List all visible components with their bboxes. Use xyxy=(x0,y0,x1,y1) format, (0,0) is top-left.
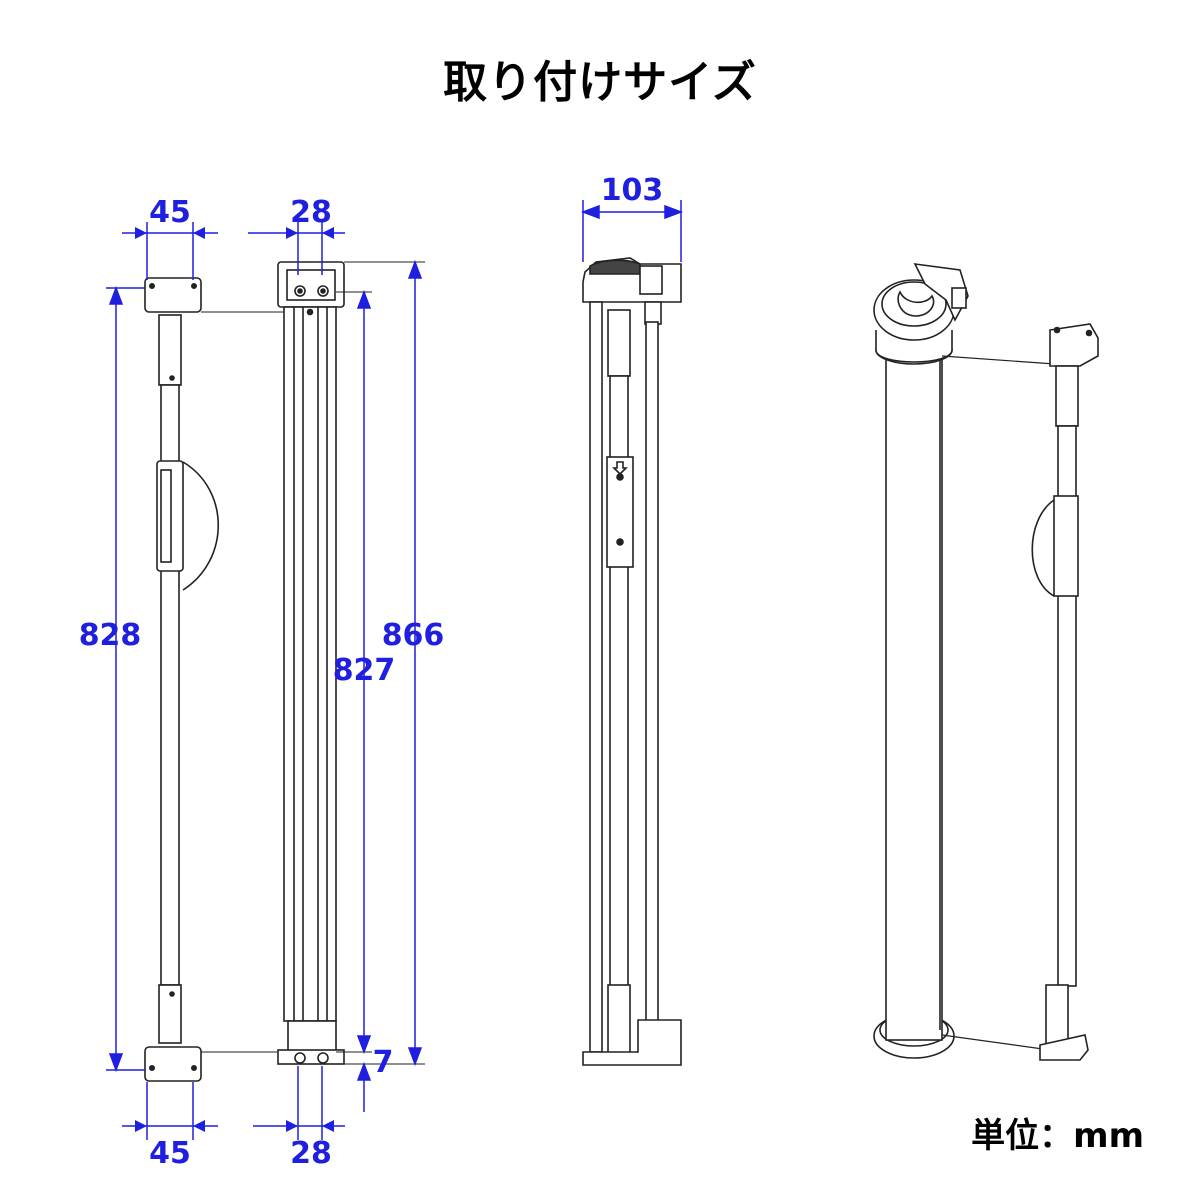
perspective-view xyxy=(873,263,1099,1061)
side-bottom-cap xyxy=(582,1019,682,1066)
dim-top-left-width: 45 xyxy=(149,195,191,230)
perspective-pole xyxy=(1055,365,1079,427)
top-wall-bracket xyxy=(144,277,202,313)
side-pole xyxy=(607,309,631,377)
dim-outer-height: 866 xyxy=(382,618,445,653)
page-title: 取り付けサイズ xyxy=(443,57,757,108)
dim-bottom-left-width: 45 xyxy=(149,1136,191,1171)
dim-bottom-mid-width: 28 xyxy=(290,1136,332,1171)
front-view-cassette xyxy=(277,261,425,1065)
bottom-wall-bracket xyxy=(144,1046,202,1082)
front-view-pole xyxy=(144,277,285,1082)
dim-top-mid-width: 28 xyxy=(290,195,332,230)
dim-bottom-gap: 7 xyxy=(373,1045,394,1080)
dim-inner-height: 827 xyxy=(333,653,396,688)
pole-upper-sleeve xyxy=(158,314,182,386)
side-cassette-body xyxy=(589,301,603,1053)
dimension-lines xyxy=(106,200,684,1140)
cassette-body xyxy=(283,306,337,1022)
pole-lower-sleeve xyxy=(158,984,182,1044)
dim-side-depth: 103 xyxy=(601,173,664,208)
perspective-handle xyxy=(1053,495,1079,597)
perspective-tube xyxy=(885,349,943,1041)
side-view xyxy=(582,257,682,1066)
dim-left-height: 828 xyxy=(79,618,142,653)
unit-label: 単位：mm xyxy=(971,1116,1144,1156)
